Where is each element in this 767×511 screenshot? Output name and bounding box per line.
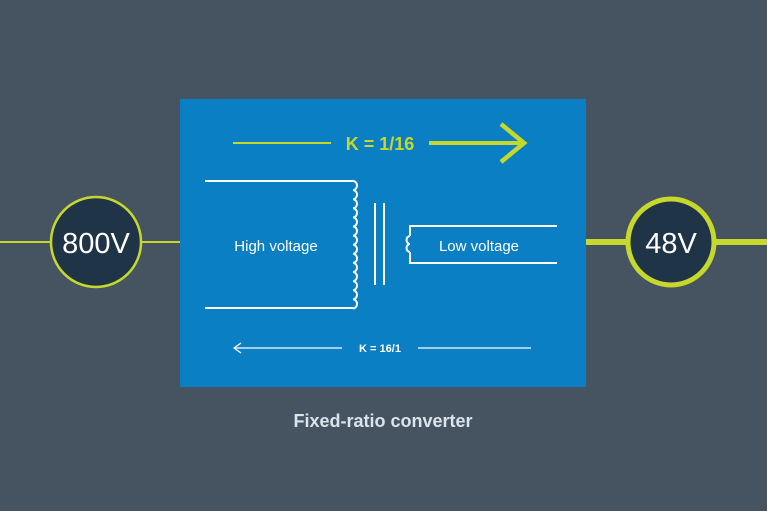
diagram-caption: Fixed-ratio converter — [293, 411, 472, 431]
forward-ratio-label: K = 1/16 — [346, 134, 415, 154]
primary-label: High voltage — [234, 238, 317, 255]
forward-ratio-arrow: K = 1/16 — [233, 122, 528, 164]
reverse-ratio-label: K = 16/1 — [359, 343, 401, 355]
output-voltage-label: 48V — [645, 228, 697, 260]
secondary-label: Low voltage — [439, 238, 519, 255]
secondary-circuit: Low voltage — [405, 225, 557, 264]
reverse-ratio-arrow: K = 16/1 — [232, 342, 531, 355]
input-voltage-node: 800V — [49, 195, 143, 289]
transformer-core — [374, 203, 385, 285]
output-voltage-node: 48V — [625, 196, 717, 288]
primary-coil — [352, 180, 358, 310]
input-voltage-label: 800V — [62, 228, 130, 260]
secondary-coil — [405, 235, 411, 253]
primary-circuit: High voltage — [205, 180, 358, 310]
